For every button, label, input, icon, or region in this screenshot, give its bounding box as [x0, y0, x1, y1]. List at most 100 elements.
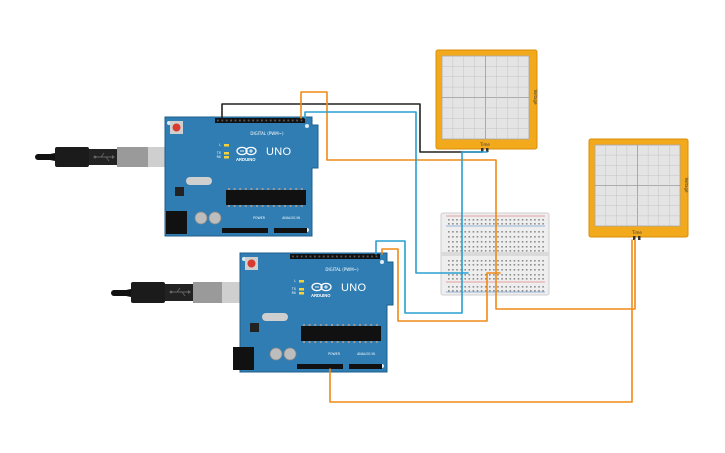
breadboard-hole — [534, 260, 536, 262]
wires[interactable] — [221, 91, 636, 403]
power-jack[interactable] — [166, 211, 187, 234]
breadboard-hole — [505, 269, 507, 271]
arduino-uno-2[interactable]: DIGITAL (PWM~) L TX RX UNO ARDUINO POWER… — [233, 252, 394, 373]
breadboard-hole — [484, 278, 487, 280]
oscilloscope-1[interactable]: Time Voltage — [435, 49, 538, 152]
wire-orange-1[interactable] — [300, 91, 636, 310]
analog-header-1[interactable] — [274, 228, 307, 233]
chip-leg — [331, 324, 333, 326]
breadboard-hole — [480, 290, 483, 292]
breadboard-hole — [530, 278, 532, 280]
breadboard-hole — [513, 290, 516, 292]
breadboard-hole — [501, 241, 503, 243]
breadboard-hole — [493, 223, 495, 225]
power-jack[interactable] — [233, 347, 254, 370]
wire-blue-2[interactable] — [461, 151, 488, 271]
breadboard-hole — [460, 231, 462, 233]
breadboard-hole — [538, 236, 540, 238]
breadboard-hole — [501, 231, 503, 233]
breadboard-hole — [513, 260, 516, 262]
analog-header-2[interactable] — [349, 364, 382, 369]
oscilloscope-1-terminal-pos[interactable] — [486, 148, 489, 152]
breadboard-hole — [513, 250, 516, 252]
breadboard-hole — [497, 236, 499, 238]
arduino-uno-1[interactable]: DIGITAL (PWM~) L TX RX UNO ARDUINO — [164, 116, 319, 237]
breadboard-hole — [513, 278, 516, 280]
oscilloscope-2[interactable]: Time Voltage — [588, 138, 689, 240]
breadboard-hole — [505, 278, 507, 280]
breadboard-hole — [534, 269, 536, 271]
chip-leg — [347, 324, 350, 326]
wire-blue-3[interactable] — [375, 240, 463, 314]
breadboard-hole — [489, 269, 491, 271]
breadboard-hole — [521, 250, 524, 252]
breadboard-hole — [484, 231, 487, 233]
breadboard-hole — [493, 278, 495, 280]
breadboard-hole — [542, 246, 544, 248]
chip-leg — [359, 324, 361, 326]
breadboard-hole — [513, 274, 516, 276]
reset-button[interactable] — [245, 257, 258, 270]
breadboard-hole — [472, 219, 475, 221]
chip-leg — [300, 188, 303, 190]
breadboard-hole — [538, 286, 540, 288]
header-pin — [256, 119, 259, 122]
reset-button[interactable] — [170, 121, 183, 134]
breadboard-hole — [538, 219, 540, 221]
power-header-1[interactable] — [222, 228, 268, 233]
breadboard-hole — [480, 241, 483, 243]
wire-orange-3[interactable] — [329, 239, 633, 403]
breadboard-hole — [542, 264, 544, 266]
breadboard-hole — [476, 231, 479, 233]
atmega-chip — [301, 326, 381, 341]
digital-header-1[interactable] — [215, 118, 305, 123]
breadboard-hole — [456, 223, 458, 225]
header-pin — [230, 119, 232, 122]
chip-leg — [308, 324, 311, 326]
wire-black-1[interactable] — [221, 103, 483, 153]
oscilloscope-2-terminal-neg[interactable] — [633, 236, 636, 240]
analog-header-label: ANALOG IN — [282, 216, 300, 220]
breadboard-hole — [513, 231, 516, 233]
power-header-label: POWER — [328, 352, 341, 356]
breadboard-hole — [448, 274, 450, 276]
chip-leg — [244, 205, 247, 207]
breadboard-hole — [505, 246, 507, 248]
oscilloscope-2-terminal-pos[interactable] — [638, 236, 641, 240]
breadboard-hole — [468, 274, 471, 276]
power-header-2[interactable] — [297, 364, 343, 369]
breadboard-hole — [493, 250, 495, 252]
breadboard-hole — [480, 250, 483, 252]
breadboard-hole — [538, 264, 540, 266]
usb-cable-2[interactable] — [111, 282, 241, 303]
breadboard-hole — [480, 231, 483, 233]
breadboard-hole — [452, 286, 454, 288]
header-pin — [309, 255, 312, 258]
chip-leg — [353, 324, 356, 326]
breadboard-hole — [480, 278, 483, 280]
breadboard-hole — [521, 219, 524, 221]
breadboard-hole — [538, 269, 540, 271]
digital-header-2[interactable] — [290, 254, 380, 259]
oscilloscope-1-terminal-neg[interactable] — [481, 148, 484, 152]
breadboard-hole — [521, 260, 524, 262]
breadboard-hole — [525, 290, 528, 292]
breadboard-hole — [525, 269, 528, 271]
wire-blue-1[interactable] — [304, 111, 469, 274]
breadboard-hole — [534, 246, 536, 248]
breadboard-hole — [497, 260, 499, 262]
breadboard-hole — [534, 223, 536, 225]
usb-cable-1[interactable] — [35, 147, 168, 167]
breadboard[interactable] — [440, 212, 550, 296]
wire-orange-2[interactable] — [381, 248, 501, 322]
breadboard-hole — [468, 246, 471, 248]
breadboard-hole — [497, 250, 499, 252]
breadboard-hole — [497, 269, 499, 271]
header-pin — [247, 119, 250, 122]
breadboard-hole — [448, 219, 450, 221]
chip-leg — [347, 341, 350, 343]
breadboard-hole — [525, 236, 528, 238]
breadboard-hole — [521, 236, 524, 238]
breadboard-hole — [509, 286, 512, 288]
